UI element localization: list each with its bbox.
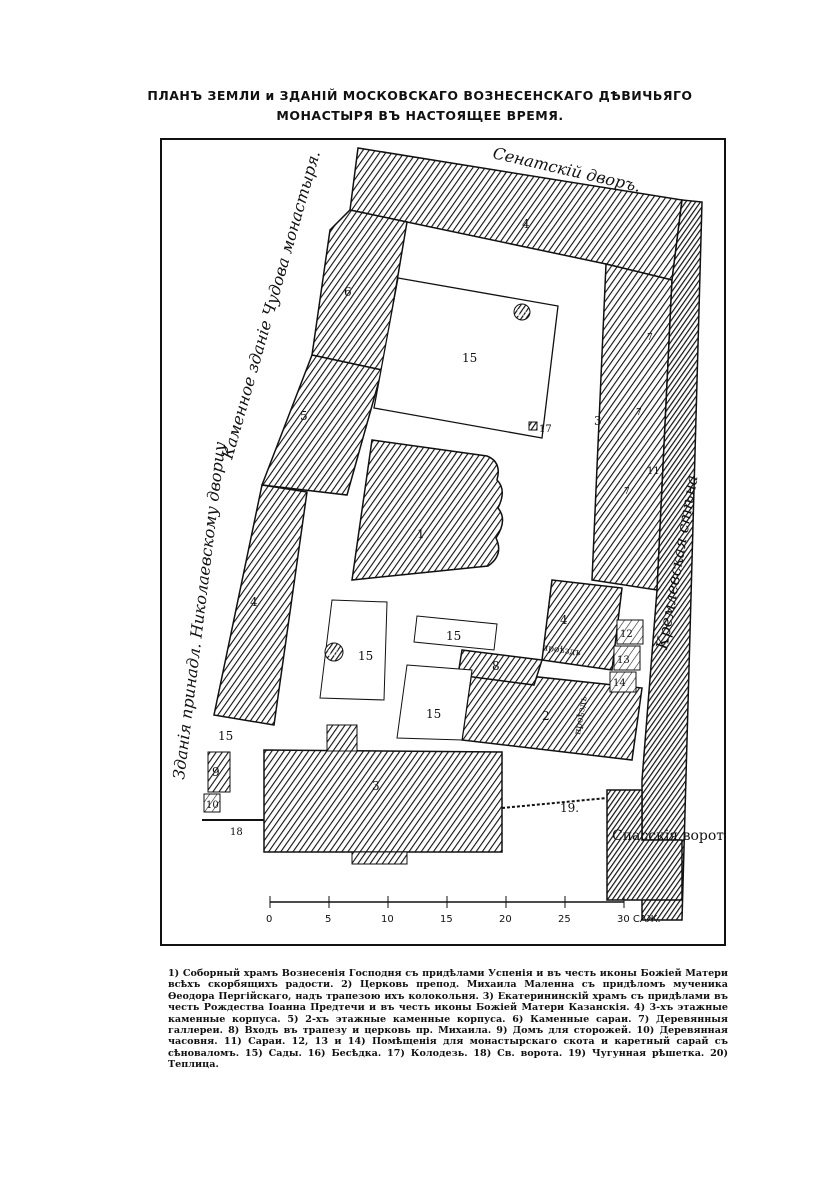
building-14 xyxy=(609,671,637,693)
building-12 xyxy=(616,619,644,645)
chapel-10 xyxy=(203,793,221,813)
south-porch xyxy=(351,851,408,865)
number-4-west: 4 xyxy=(250,595,258,609)
building-13 xyxy=(613,645,641,671)
monastery-plan-frame: Сенатскій дворъ. Каменное зданіе Чудова … xyxy=(160,138,726,946)
number-10: 10 xyxy=(206,800,219,811)
bell-tower-annex xyxy=(326,724,358,752)
number-8: 8 xyxy=(492,659,500,673)
garden-15-south xyxy=(396,664,473,741)
number-4-east: 4 xyxy=(560,613,568,627)
number-7-b: 7 xyxy=(636,408,642,418)
iron-fence-19 xyxy=(501,797,608,809)
number-6: 6 xyxy=(344,285,352,299)
scale-tick-30: 30 САЖ. xyxy=(617,914,661,925)
legend-text: 1) Соборный храмъ Вознесенія Господня съ… xyxy=(168,968,728,1071)
map-title-line-2: МОНАСТЫРЯ ВЪ НАСТОЯЩЕЕ ВРЕМЯ. xyxy=(276,108,564,123)
number-15-southwest: 15 xyxy=(218,729,233,743)
scale-tick-25: 25 xyxy=(558,914,571,925)
building-4-west xyxy=(213,484,308,726)
number-3-east: 3 xyxy=(594,414,602,428)
number-16-north: 16 xyxy=(516,309,528,319)
building-9 xyxy=(207,751,231,793)
scale-tick-20: 20 xyxy=(499,914,512,925)
scale-tick-15: 15 xyxy=(440,914,453,925)
number-4-north: 4 xyxy=(522,217,530,231)
scale-tick-0: 0 xyxy=(266,914,272,925)
cathedral-1 xyxy=(351,439,504,581)
number-7-a: 7 xyxy=(647,333,653,343)
spassky-gate-block xyxy=(606,789,683,901)
garden-15-middle xyxy=(413,615,498,651)
building-3-south xyxy=(263,749,503,853)
number-2: 2 xyxy=(542,709,550,723)
number-3-south: 3 xyxy=(372,779,380,793)
label-spassky-gate: Спасскія ворота xyxy=(612,828,724,844)
number-15-south: 15 xyxy=(426,707,441,721)
number-11: 11 xyxy=(647,466,660,477)
number-18: 18 xyxy=(230,827,243,838)
number-1: 1 xyxy=(417,527,425,541)
scale-tick-10: 10 xyxy=(381,914,394,925)
number-15-middle: 15 xyxy=(446,629,461,643)
number-19: 19. xyxy=(560,801,579,815)
building-5-west xyxy=(260,354,383,496)
scale-bar: 0 5 10 15 20 25 30 САЖ. xyxy=(266,896,661,925)
number-15-north: 15 xyxy=(462,351,477,365)
building-4-east xyxy=(541,579,623,671)
garden-15-west xyxy=(319,599,388,701)
entrance-8 xyxy=(457,649,543,686)
map-legend: 1) Соборный храмъ Вознесенія Господня съ… xyxy=(168,968,728,1071)
number-16-south: 16 xyxy=(327,649,339,659)
scale-tick-5: 5 xyxy=(325,914,331,925)
number-17: 17 xyxy=(539,424,552,435)
number-15-west: 15 xyxy=(358,649,373,663)
gazebo-16-north xyxy=(513,303,531,321)
gazebo-16-south xyxy=(324,642,344,662)
number-12: 12 xyxy=(620,629,633,640)
number-7-c: 7 xyxy=(624,487,630,497)
garden-15-north xyxy=(373,277,559,439)
map-title-line-1: ПЛАНЪ ЗЕМЛИ и ЗДАНІЙ МОСКОВСКАГО ВОЗНЕСЕ… xyxy=(147,88,693,103)
monastery-plan: Сенатскій дворъ. Каменное зданіе Чудова … xyxy=(169,143,724,925)
number-13: 13 xyxy=(617,655,630,666)
number-5-west: 5 xyxy=(300,409,308,423)
number-14: 14 xyxy=(613,678,626,689)
well-17 xyxy=(528,421,538,431)
number-9: 9 xyxy=(212,765,220,779)
